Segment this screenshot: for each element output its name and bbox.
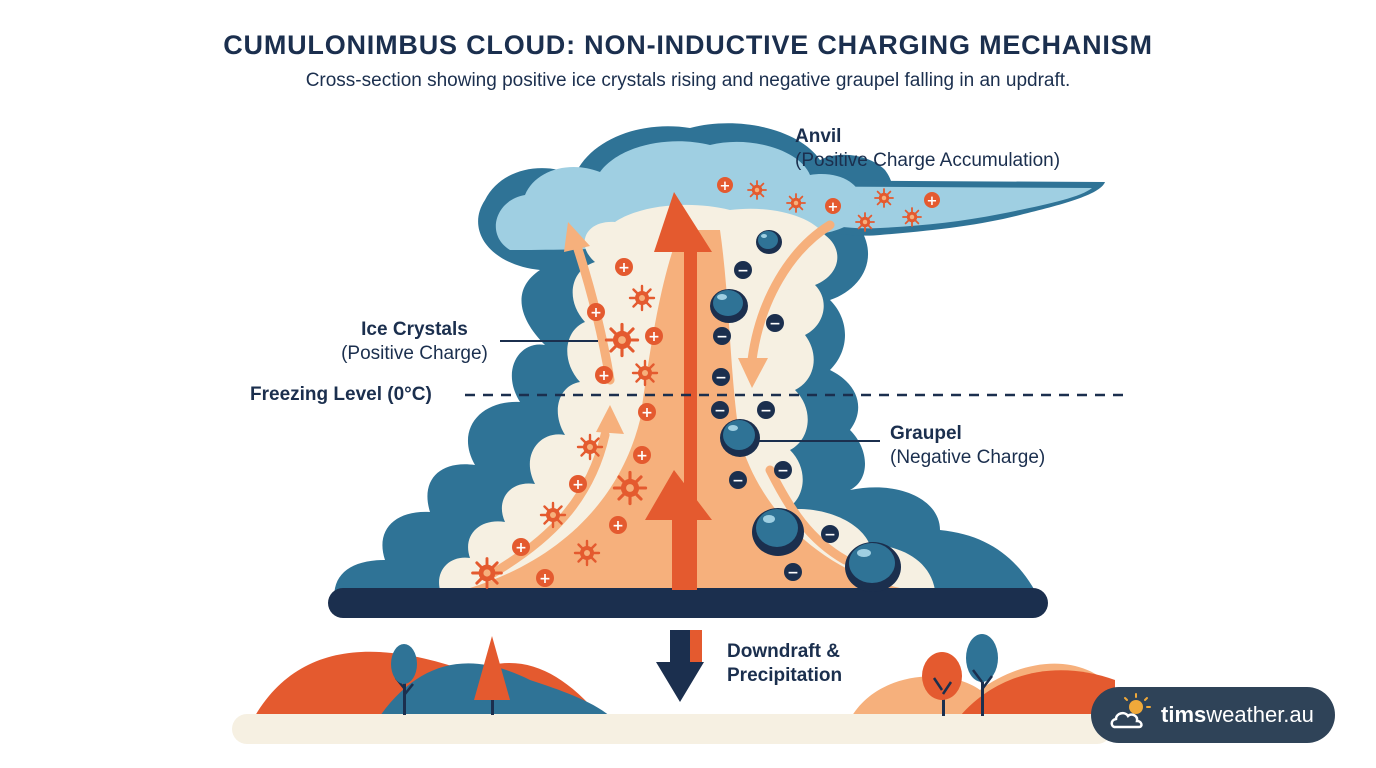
graupel-title: Graupel <box>890 423 962 444</box>
landscape <box>232 651 1115 744</box>
minus-icon: − <box>757 401 775 419</box>
freezing-level-label: Freezing Level (0°C) <box>250 384 432 405</box>
svg-text:+: + <box>515 540 527 556</box>
minus-icon: − <box>784 563 802 581</box>
plus-icon: + <box>825 198 841 215</box>
graupel-icon <box>752 508 804 556</box>
plus-icon: + <box>638 403 656 421</box>
svg-text:+: + <box>598 368 610 384</box>
pine-tree-icon <box>474 636 510 715</box>
svg-text:−: − <box>787 565 799 581</box>
svg-text:+: + <box>590 305 602 321</box>
page-subtitle: Cross-section showing positive ice cryst… <box>305 70 1071 91</box>
plus-icon: + <box>587 303 605 321</box>
downdraft-label: Downdraft & Precipitation <box>727 640 842 688</box>
svg-text:−: − <box>732 473 744 489</box>
ice-crystal-icon <box>902 207 922 227</box>
plus-icon: + <box>615 258 633 276</box>
ice-crystal-icon <box>539 501 567 529</box>
plus-icon: + <box>645 327 663 345</box>
tree-icon <box>391 644 417 715</box>
graupel-label: Graupel (Negative Charge) <box>890 422 1045 470</box>
svg-text:+: + <box>618 260 630 276</box>
minus-icon: − <box>712 368 730 386</box>
downdraft-line1: Downdraft & <box>727 641 840 662</box>
svg-text:−: − <box>715 370 727 386</box>
plus-icon: + <box>595 366 613 384</box>
downdraft-line2: Precipitation <box>727 665 843 686</box>
logo-text: timsweather.au <box>1161 702 1314 728</box>
tree-icon <box>966 634 998 716</box>
negative-charges: − − − − − − − − − − <box>711 261 839 581</box>
svg-text:−: − <box>777 463 789 479</box>
logo-brand: tims <box>1161 702 1207 727</box>
svg-text:−: − <box>714 403 726 419</box>
downdraft-arrow <box>656 630 704 702</box>
minus-icon: − <box>821 525 839 543</box>
plus-icon: + <box>512 538 530 556</box>
svg-text:+: + <box>828 200 839 215</box>
cloud-sun-icon <box>1110 693 1151 729</box>
svg-text:−: − <box>760 403 772 419</box>
ice-crystals-title: Ice Crystals <box>361 319 468 340</box>
svg-text:+: + <box>539 571 551 587</box>
logo-badge: timsweather.au <box>1091 687 1335 743</box>
svg-text:+: + <box>641 405 653 421</box>
svg-text:−: − <box>716 329 728 345</box>
flow-arrowhead <box>596 405 624 434</box>
graupel-icon <box>756 230 782 254</box>
minus-icon: − <box>713 327 731 345</box>
ice-crystal-icon <box>612 470 648 506</box>
graupel-icon <box>720 419 760 457</box>
ice-crystal-icon <box>573 539 601 567</box>
updraft-arrow <box>645 192 712 590</box>
flow-arrowhead <box>738 358 768 388</box>
page-title: CUMULONIMBUS CLOUD: NON-INDUCTIVE CHARGI… <box>223 30 1153 60</box>
graupel-particles <box>710 230 901 592</box>
minus-icon: − <box>711 401 729 419</box>
svg-text:+: + <box>927 194 938 209</box>
ice-crystal-icon <box>628 284 656 312</box>
plus-icon: + <box>609 516 627 534</box>
minus-icon: − <box>734 261 752 279</box>
ice-crystal-icon <box>604 322 640 358</box>
svg-text:−: − <box>824 527 836 543</box>
ice-crystal-icon <box>631 359 659 387</box>
svg-text:+: + <box>572 477 584 493</box>
logo-domain: weather.au <box>1206 702 1314 727</box>
minus-icon: − <box>729 471 747 489</box>
minus-icon: − <box>766 314 784 332</box>
plus-icon: + <box>569 475 587 493</box>
graupel-icon <box>845 542 901 592</box>
anvil-detail: (Positive Charge Accumulation) <box>795 150 1061 171</box>
svg-text:−: − <box>769 316 781 332</box>
ice-crystals-detail: (Positive Charge) <box>341 343 488 364</box>
anvil-label: Anvil (Positive Charge Accumulation) <box>795 125 1060 173</box>
tree-icon <box>922 652 962 716</box>
graupel-icon <box>710 289 748 323</box>
svg-text:−: − <box>737 263 749 279</box>
minus-icon: − <box>774 461 792 479</box>
ice-crystal-icon <box>855 212 875 232</box>
svg-text:+: + <box>648 329 660 345</box>
flow-arrowhead <box>564 222 590 252</box>
anvil-title: Anvil <box>795 126 842 147</box>
ice-crystal-icon <box>576 433 604 461</box>
ice-crystal-flow-arrows <box>485 235 615 580</box>
plus-icon: + <box>536 569 554 587</box>
plus-icon: + <box>924 192 940 209</box>
svg-text:+: + <box>720 179 731 194</box>
ice-crystal-icon <box>874 188 894 208</box>
plus-icon: + <box>717 177 733 194</box>
ice-crystals-label: Ice Crystals (Positive Charge) <box>332 318 497 366</box>
graupel-detail: (Negative Charge) <box>890 447 1046 468</box>
svg-text:+: + <box>612 518 624 534</box>
ice-crystal-icon <box>471 557 503 589</box>
positive-charges: + + + + + + + + + + + + + <box>512 177 940 587</box>
svg-text:+: + <box>636 448 648 464</box>
plus-icon: + <box>633 446 651 464</box>
ice-crystal-icon <box>786 193 806 213</box>
ice-crystal-icon <box>747 180 767 200</box>
